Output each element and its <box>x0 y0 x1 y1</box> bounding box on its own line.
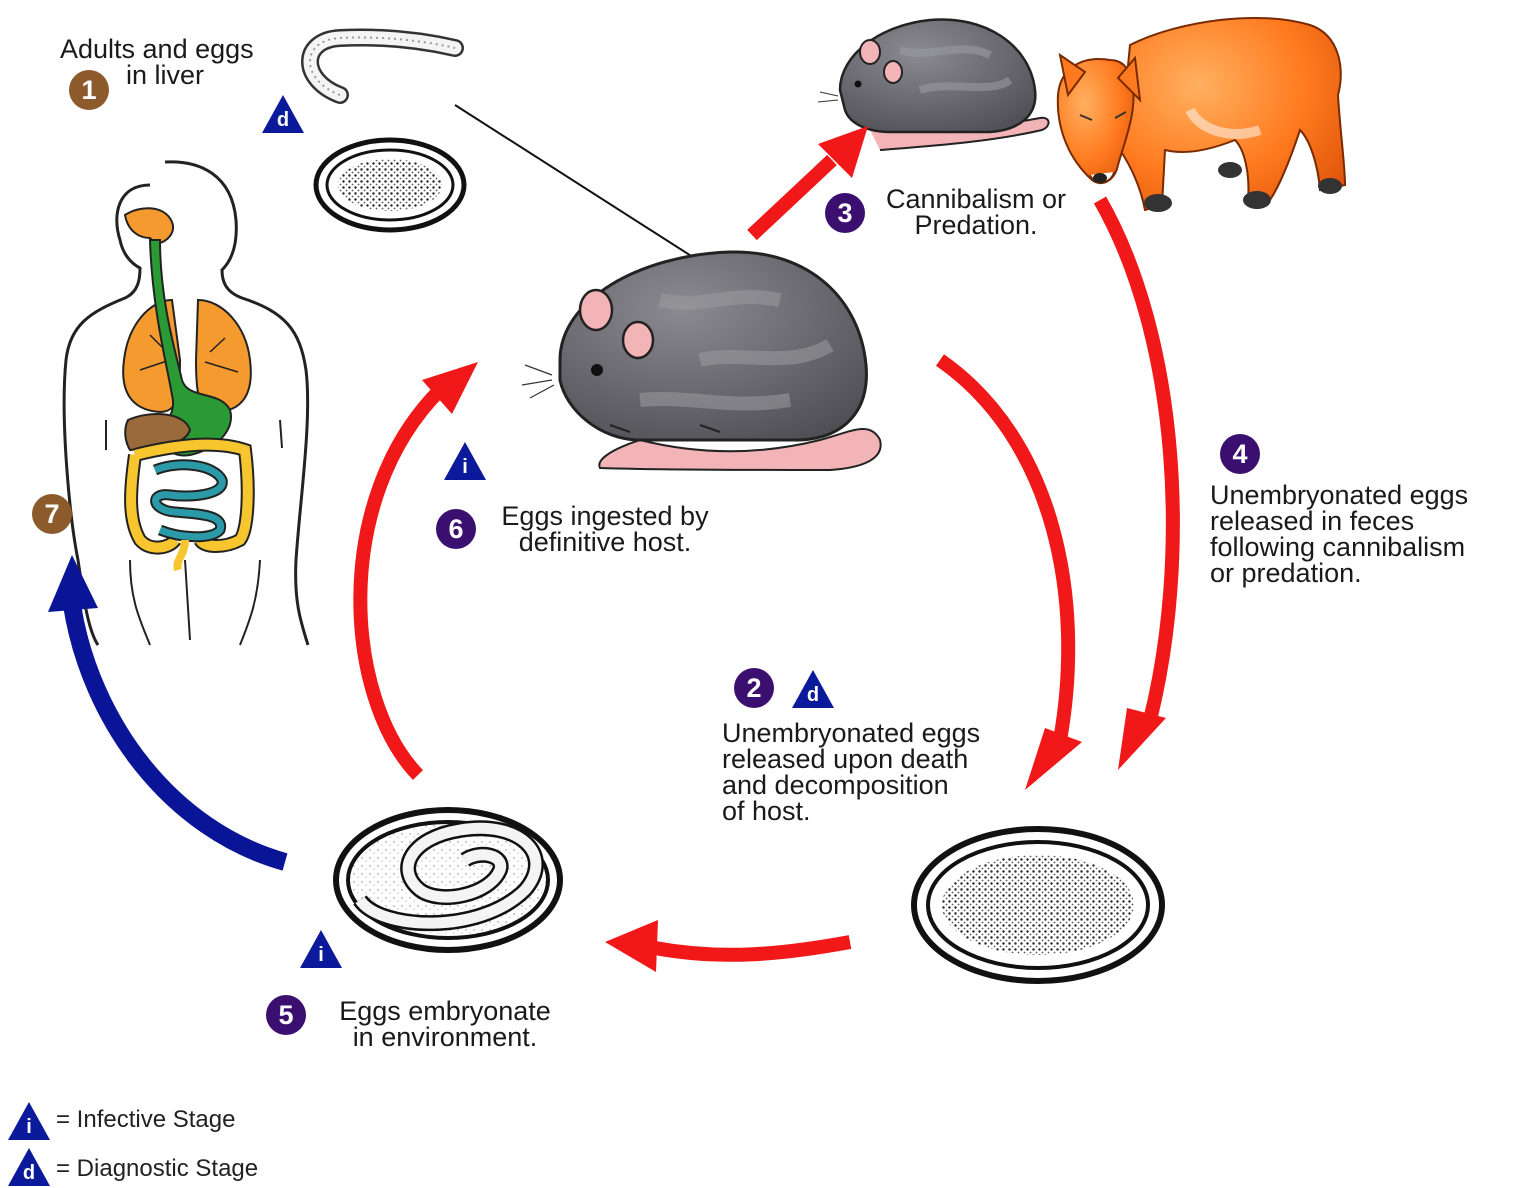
triangle-letter: i <box>298 945 344 965</box>
fox-illustration <box>1058 18 1345 212</box>
step-5-line-2: in environment. <box>310 1024 580 1050</box>
legend-diagnostic-label: = Diagnostic Stage <box>56 1155 258 1183</box>
step-6-label: Eggs ingested by definitive host. <box>480 503 730 555</box>
human-body-illustration <box>64 162 308 645</box>
step-6-line-1: Eggs ingested by <box>480 503 730 529</box>
arrow-rat-to-egg <box>940 360 1068 740</box>
step-2-badge: 2 <box>734 668 774 708</box>
step-6-line-2: definitive host. <box>480 529 730 555</box>
step-7-badge: 7 <box>32 494 72 534</box>
step-2-line-2: released upon death <box>722 746 1022 772</box>
arrow-fox-to-egg <box>1100 200 1173 720</box>
triangle-letter: d <box>260 110 306 130</box>
large-rat-illustration <box>522 252 881 470</box>
step-4-line-1: Unembryonated eggs <box>1210 482 1510 508</box>
step-2-line-1: Unembryonated eggs <box>722 720 1022 746</box>
infective-stage-triangle-icon: i <box>298 928 344 970</box>
step-4-label: Unembryonated eggs released in feces fol… <box>1210 482 1510 586</box>
arrow-rat-to-predator <box>752 160 832 235</box>
step-5-line-1: Eggs embryonate <box>310 998 580 1024</box>
blue-arrowhead <box>48 555 98 612</box>
blue-arrow <box>72 605 285 862</box>
step-2-label: Unembryonated eggs released upon death a… <box>722 720 1022 824</box>
step-2-line-4: of host. <box>722 798 1022 824</box>
arrow-embryonated-to-rat <box>360 390 440 775</box>
small-rat-illustration <box>818 19 1049 150</box>
legend-diagnostic-triangle-icon: d <box>6 1146 52 1188</box>
triangle-letter: d <box>790 685 836 705</box>
step-1-badge: 1 <box>69 70 109 110</box>
arrow-egg-to-embryonated <box>655 942 850 955</box>
step-4-badge: 4 <box>1220 434 1260 474</box>
step-3-label: Cannibalism or Predation. <box>866 186 1086 238</box>
triangle-letter: d <box>6 1163 52 1183</box>
step-4-line-2: released in feces <box>1210 508 1510 534</box>
step-1-line-1: Adults and eggs <box>60 36 300 62</box>
legend-infective-triangle-icon: i <box>6 1100 52 1142</box>
step-3-line-2: Predation. <box>866 212 1086 238</box>
step-4-line-4: or predation. <box>1210 560 1510 586</box>
small-egg-illustration <box>316 140 464 230</box>
step-3-badge: 3 <box>825 193 865 233</box>
step-5-label: Eggs embryonate in environment. <box>310 998 580 1050</box>
infective-stage-triangle-icon: i <box>442 440 488 482</box>
triangle-letter: i <box>6 1117 52 1137</box>
diagnostic-stage-triangle-icon: d <box>260 93 306 135</box>
triangle-letter: i <box>442 457 488 477</box>
step-6-badge: 6 <box>436 509 476 549</box>
embryonated-egg-illustration <box>336 810 560 950</box>
diagnostic-stage-triangle-icon: d <box>790 668 836 710</box>
unembryonated-egg-illustration <box>914 829 1162 981</box>
step-2-line-3: and decomposition <box>722 772 1022 798</box>
step-3-line-1: Cannibalism or <box>866 186 1086 212</box>
legend-infective-label: = Infective Stage <box>56 1106 235 1134</box>
adult-worm-illustration <box>310 37 455 95</box>
step-4-line-3: following cannibalism <box>1210 534 1510 560</box>
step-5-badge: 5 <box>266 995 306 1035</box>
